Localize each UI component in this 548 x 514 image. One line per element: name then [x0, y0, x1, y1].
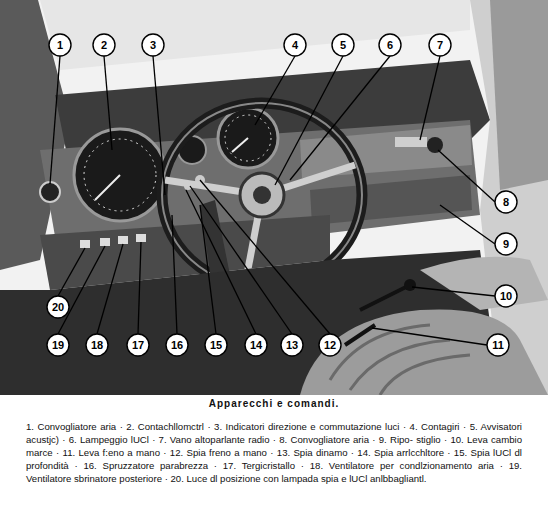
- glove-box: [310, 175, 472, 225]
- radio-slot: [395, 137, 427, 147]
- dashboard-illustration: [0, 0, 548, 395]
- callout-number: 11: [487, 334, 509, 356]
- callout-circle: [86, 334, 108, 356]
- leader-line: [438, 150, 495, 202]
- callout-number: 20: [47, 296, 69, 318]
- leader-line: [372, 328, 487, 345]
- steering-wheel-highlight: [162, 103, 362, 287]
- callout-circle: [205, 334, 227, 356]
- door-window-frame: [490, 0, 548, 190]
- callout-number: 1: [49, 34, 71, 56]
- leader-line: [58, 248, 85, 296]
- callout-number: 3: [142, 34, 164, 56]
- switch: [136, 234, 146, 242]
- hand-brake: [345, 325, 375, 345]
- leader-line: [104, 56, 112, 150]
- leader-line: [440, 205, 495, 244]
- leader-line: [255, 56, 295, 125]
- callout-circle: [93, 34, 115, 56]
- leader-line: [412, 287, 495, 296]
- callout-circle: [495, 285, 517, 307]
- callout-circle: [47, 334, 69, 356]
- callout-number: 16: [166, 334, 188, 356]
- callout-circle: [379, 34, 401, 56]
- leader-line: [420, 56, 440, 140]
- callout-number: 14: [245, 334, 267, 356]
- callout-number: 9: [495, 233, 517, 255]
- callout-number: 7: [429, 34, 451, 56]
- horn-badge: [253, 186, 271, 204]
- callout-number: 18: [86, 334, 108, 356]
- callout-number: 5: [332, 34, 354, 56]
- callout-circle: [495, 191, 517, 213]
- switch: [80, 240, 90, 248]
- dash-panel: [300, 125, 472, 178]
- leader-line: [97, 244, 123, 334]
- switch: [118, 236, 128, 244]
- callout-number: 17: [127, 334, 149, 356]
- callout-circle: [142, 34, 164, 56]
- gear-knob: [404, 279, 416, 291]
- callout-circle: [429, 34, 451, 56]
- leader-line: [172, 215, 177, 334]
- switch: [100, 238, 110, 246]
- leader-line: [58, 246, 105, 334]
- leader-line: [186, 190, 256, 334]
- callout-number: 13: [281, 334, 303, 356]
- callout-number: 19: [47, 334, 69, 356]
- gauge-needle: [232, 138, 248, 152]
- callout-circle: [47, 296, 69, 318]
- figure-caption: 1. Convogliatore aria · 2. Contachllomct…: [26, 420, 522, 485]
- callout-number: 2: [93, 34, 115, 56]
- speedometer: [74, 129, 166, 221]
- leader-line: [275, 56, 343, 185]
- leader-line: [290, 56, 390, 180]
- callout-number: 10: [495, 285, 517, 307]
- background: [0, 0, 548, 395]
- tachometer: [218, 108, 278, 168]
- leader-line: [50, 56, 60, 184]
- callout-circles: [47, 34, 517, 356]
- callout-circle: [127, 334, 149, 356]
- leader-line: [200, 205, 216, 334]
- air-knob: [40, 182, 60, 202]
- leader-line: [200, 180, 330, 334]
- callout-number: 4: [284, 34, 306, 56]
- seat-back: [420, 257, 548, 310]
- leader-line: [138, 242, 141, 334]
- leader-line: [190, 186, 292, 334]
- figure-title: Apparecchi e comandi.: [0, 398, 548, 409]
- steering-wheel: [162, 103, 362, 287]
- callout-number: 8: [495, 191, 517, 213]
- gauge-scale: [84, 139, 156, 211]
- callout-circle: [332, 34, 354, 56]
- callout-circle: [245, 334, 267, 356]
- callout-circle: [281, 334, 303, 356]
- callout-number: 6: [379, 34, 401, 56]
- seat: [300, 309, 548, 395]
- callout-circle: [319, 334, 341, 356]
- callout-circle: [284, 34, 306, 56]
- callout-circle: [487, 334, 509, 356]
- callout-number: 15: [205, 334, 227, 356]
- gauge-scale: [225, 115, 271, 161]
- callout-circle: [166, 334, 188, 356]
- callout-circle: [495, 233, 517, 255]
- leader-line: [153, 56, 165, 195]
- gear-lever: [360, 285, 410, 310]
- callout-number: 12: [319, 334, 341, 356]
- callout-circle: [49, 34, 71, 56]
- gauge-needle: [95, 175, 120, 200]
- seat-ribs: [330, 325, 470, 395]
- leader-lines: [50, 56, 495, 345]
- air-vent: [427, 137, 443, 153]
